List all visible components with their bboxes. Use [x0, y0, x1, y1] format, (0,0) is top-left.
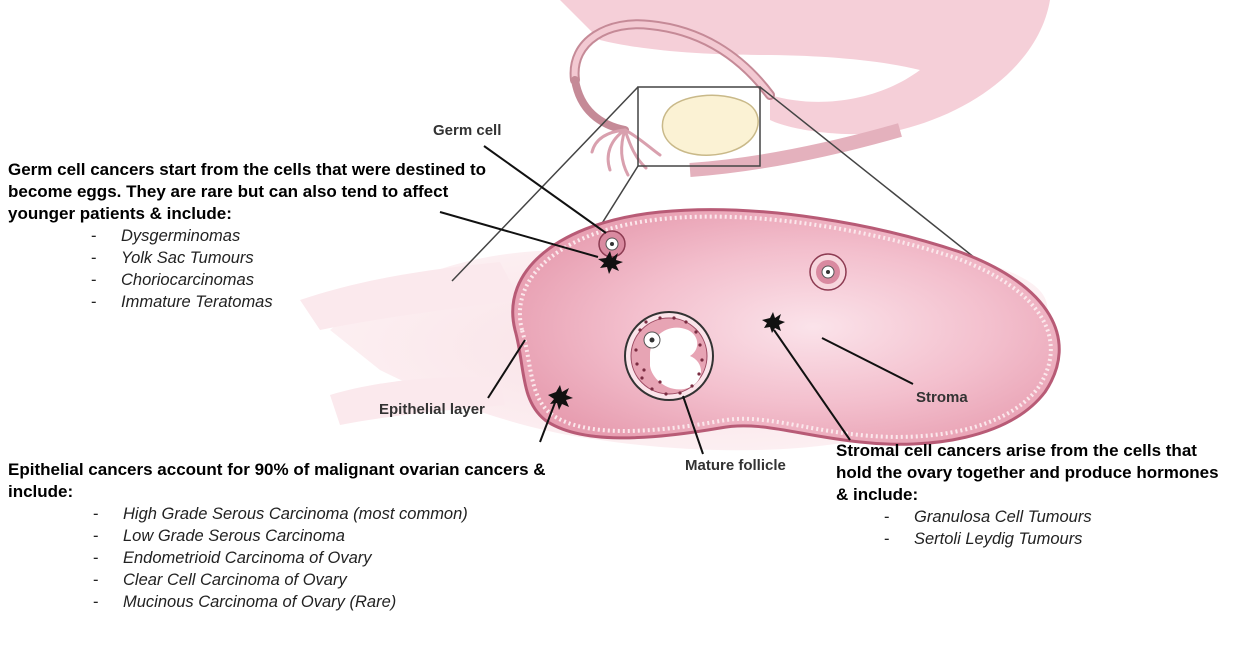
list-item: -Granulosa Cell Tumours	[884, 506, 1234, 528]
fimbriae	[592, 130, 660, 175]
list-item: -Dysgerminomas	[91, 225, 508, 247]
primary-follicle	[810, 254, 846, 290]
germ-cell-cancers-list: -Dysgerminomas -Yolk Sac Tumours -Chorio…	[91, 225, 508, 313]
list-item: -Sertoli Leydig Tumours	[884, 528, 1234, 550]
list-item: -Choriocarcinomas	[91, 269, 508, 291]
mature-follicle	[625, 312, 713, 400]
germ-cell-follicle	[599, 231, 625, 257]
list-item: -Clear Cell Carcinoma of Ovary	[93, 569, 568, 591]
list-item: -High Grade Serous Carcinoma (most commo…	[93, 503, 568, 525]
germ-cell-cancers-block: Germ cell cancers start from the cells t…	[8, 159, 508, 313]
epithelial-cancers-list: -High Grade Serous Carcinoma (most commo…	[93, 503, 568, 613]
epithelial-cancers-block: Epithelial cancers account for 90% of ma…	[8, 459, 568, 613]
list-item: -Endometrioid Carcinoma of Ovary	[93, 547, 568, 569]
uterus-and-tube	[560, 0, 1050, 175]
stromal-cancers-heading: Stromal cell cancers arise from the cell…	[836, 440, 1234, 506]
list-item: -Immature Teratomas	[91, 291, 508, 313]
germ-cell-cancers-heading: Germ cell cancers start from the cells t…	[8, 159, 508, 225]
list-item: -Low Grade Serous Carcinoma	[93, 525, 568, 547]
stromal-cancers-list: -Granulosa Cell Tumours -Sertoli Leydig …	[884, 506, 1234, 550]
ovary	[513, 210, 1060, 445]
germ-cell-label: Germ cell	[433, 122, 501, 139]
stromal-cancers-block: Stromal cell cancers arise from the cell…	[836, 440, 1234, 550]
epithelial-cancers-heading: Epithelial cancers account for 90% of ma…	[8, 459, 568, 503]
mature-follicle-label: Mature follicle	[685, 457, 786, 474]
list-item: -Mucinous Carcinoma of Ovary (Rare)	[93, 591, 568, 613]
epithelial-layer-label: Epithelial layer	[379, 401, 485, 418]
stroma-label: Stroma	[916, 389, 968, 406]
list-item: -Yolk Sac Tumours	[91, 247, 508, 269]
